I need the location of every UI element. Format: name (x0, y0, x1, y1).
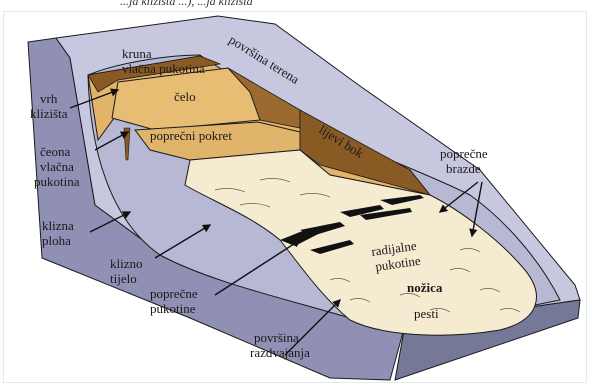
label-ceona-2: vlačna (40, 159, 74, 174)
label-nozica: nožica (407, 280, 443, 295)
label-vrh-klizista-2: klizišta (30, 106, 68, 121)
label-ceona-3: pukotina (34, 174, 80, 189)
label-poprecne-brazde-2: brazde (446, 161, 481, 176)
label-klizna-1: klizna (42, 218, 74, 233)
label-poprecne-brazde-1: poprečne (440, 146, 488, 161)
label-poprecne-pukotine-1: poprečne (150, 286, 198, 301)
label-poprecne-pukotine-2: pukotine (150, 301, 196, 316)
label-celo: čelo (174, 89, 196, 104)
label-pesti: pesti (414, 306, 439, 321)
label-ceona-1: čeona (40, 144, 71, 159)
label-klizno-1: klizno (110, 256, 143, 271)
label-povrsina-razdvajanja-1: površina (254, 330, 299, 345)
label-kruna: kruna (122, 46, 152, 61)
label-vlacna-pukotina: vlačna pukotina (122, 61, 205, 76)
label-povrsina-razdvajanja-2: razdvajanja (250, 345, 310, 360)
label-klizna-2: ploha (42, 233, 71, 248)
label-klizno-2: tijelo (110, 271, 137, 286)
label-vrh-klizista-1: vrh (40, 91, 58, 106)
label-poprecni-pokret: poprečni pokret (150, 128, 232, 143)
